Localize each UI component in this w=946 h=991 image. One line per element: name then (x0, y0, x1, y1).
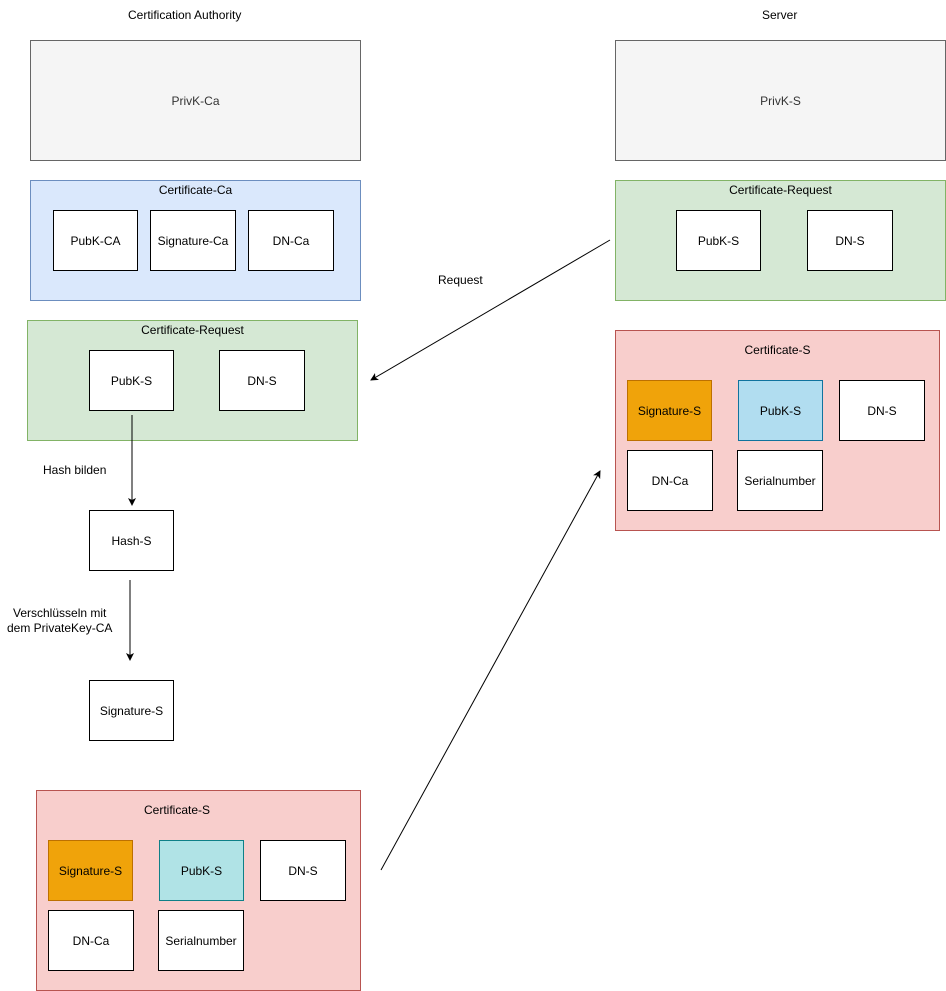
ca-certificate-pubkey[interactable]: PubK-CA (53, 210, 138, 271)
ca-request-pubkey[interactable]: PubK-S (89, 350, 174, 411)
ca-certificate-signature[interactable]: Signature-Ca (150, 210, 236, 271)
ca-request-title: Certificate-Request (141, 323, 244, 337)
hash-step-label: Hash bilden (43, 463, 107, 477)
encrypt-step-label-line1: Verschlüsseln mit (13, 606, 107, 620)
ca-request-dn[interactable]: DN-S (219, 350, 305, 411)
server-request-pubkey[interactable]: PubK-S (676, 210, 761, 271)
server-cert-dn-ca[interactable]: DN-Ca (627, 450, 713, 511)
ca-cert-dn[interactable]: DN-S (260, 840, 346, 901)
server-private-key-box[interactable]: PrivK-S (615, 40, 946, 161)
ca-column-title: Certification Authority (128, 8, 242, 22)
ca-cert-serialnumber[interactable]: Serialnumber (158, 910, 244, 971)
server-cert-pubkey[interactable]: PubK-S (738, 380, 823, 441)
return-certificate-arrow (380, 470, 601, 871)
signature-s-box[interactable]: Signature-S (89, 680, 174, 741)
ca-cert-signature[interactable]: Signature-S (48, 840, 133, 901)
server-certificate-s-title: Certificate-S (744, 343, 811, 357)
request-arrow-label: Request (438, 273, 483, 287)
server-private-key-label: PrivK-S (760, 93, 801, 108)
server-cert-dn[interactable]: DN-S (839, 380, 925, 441)
server-cert-signature[interactable]: Signature-S (627, 380, 712, 441)
ca-cert-dn-ca[interactable]: DN-Ca (48, 910, 134, 971)
server-request-title: Certificate-Request (729, 183, 832, 197)
ca-cert-pubkey[interactable]: PubK-S (159, 840, 244, 901)
request-arrow (370, 239, 611, 381)
encrypt-step-label-line2: dem PrivateKey-CA (7, 621, 113, 635)
server-request-dn[interactable]: DN-S (807, 210, 893, 271)
ca-certificate-dn[interactable]: DN-Ca (248, 210, 334, 271)
server-cert-serialnumber[interactable]: Serialnumber (737, 450, 823, 511)
ca-certificate-s-title: Certificate-S (143, 803, 211, 817)
server-column-title: Server (762, 8, 798, 22)
hash-s-box[interactable]: Hash-S (89, 510, 174, 571)
ca-private-key-box[interactable]: PrivK-Ca (30, 40, 361, 161)
ca-certificate-title: Certificate-Ca (158, 183, 233, 197)
ca-private-key-label: PrivK-Ca (171, 93, 220, 108)
